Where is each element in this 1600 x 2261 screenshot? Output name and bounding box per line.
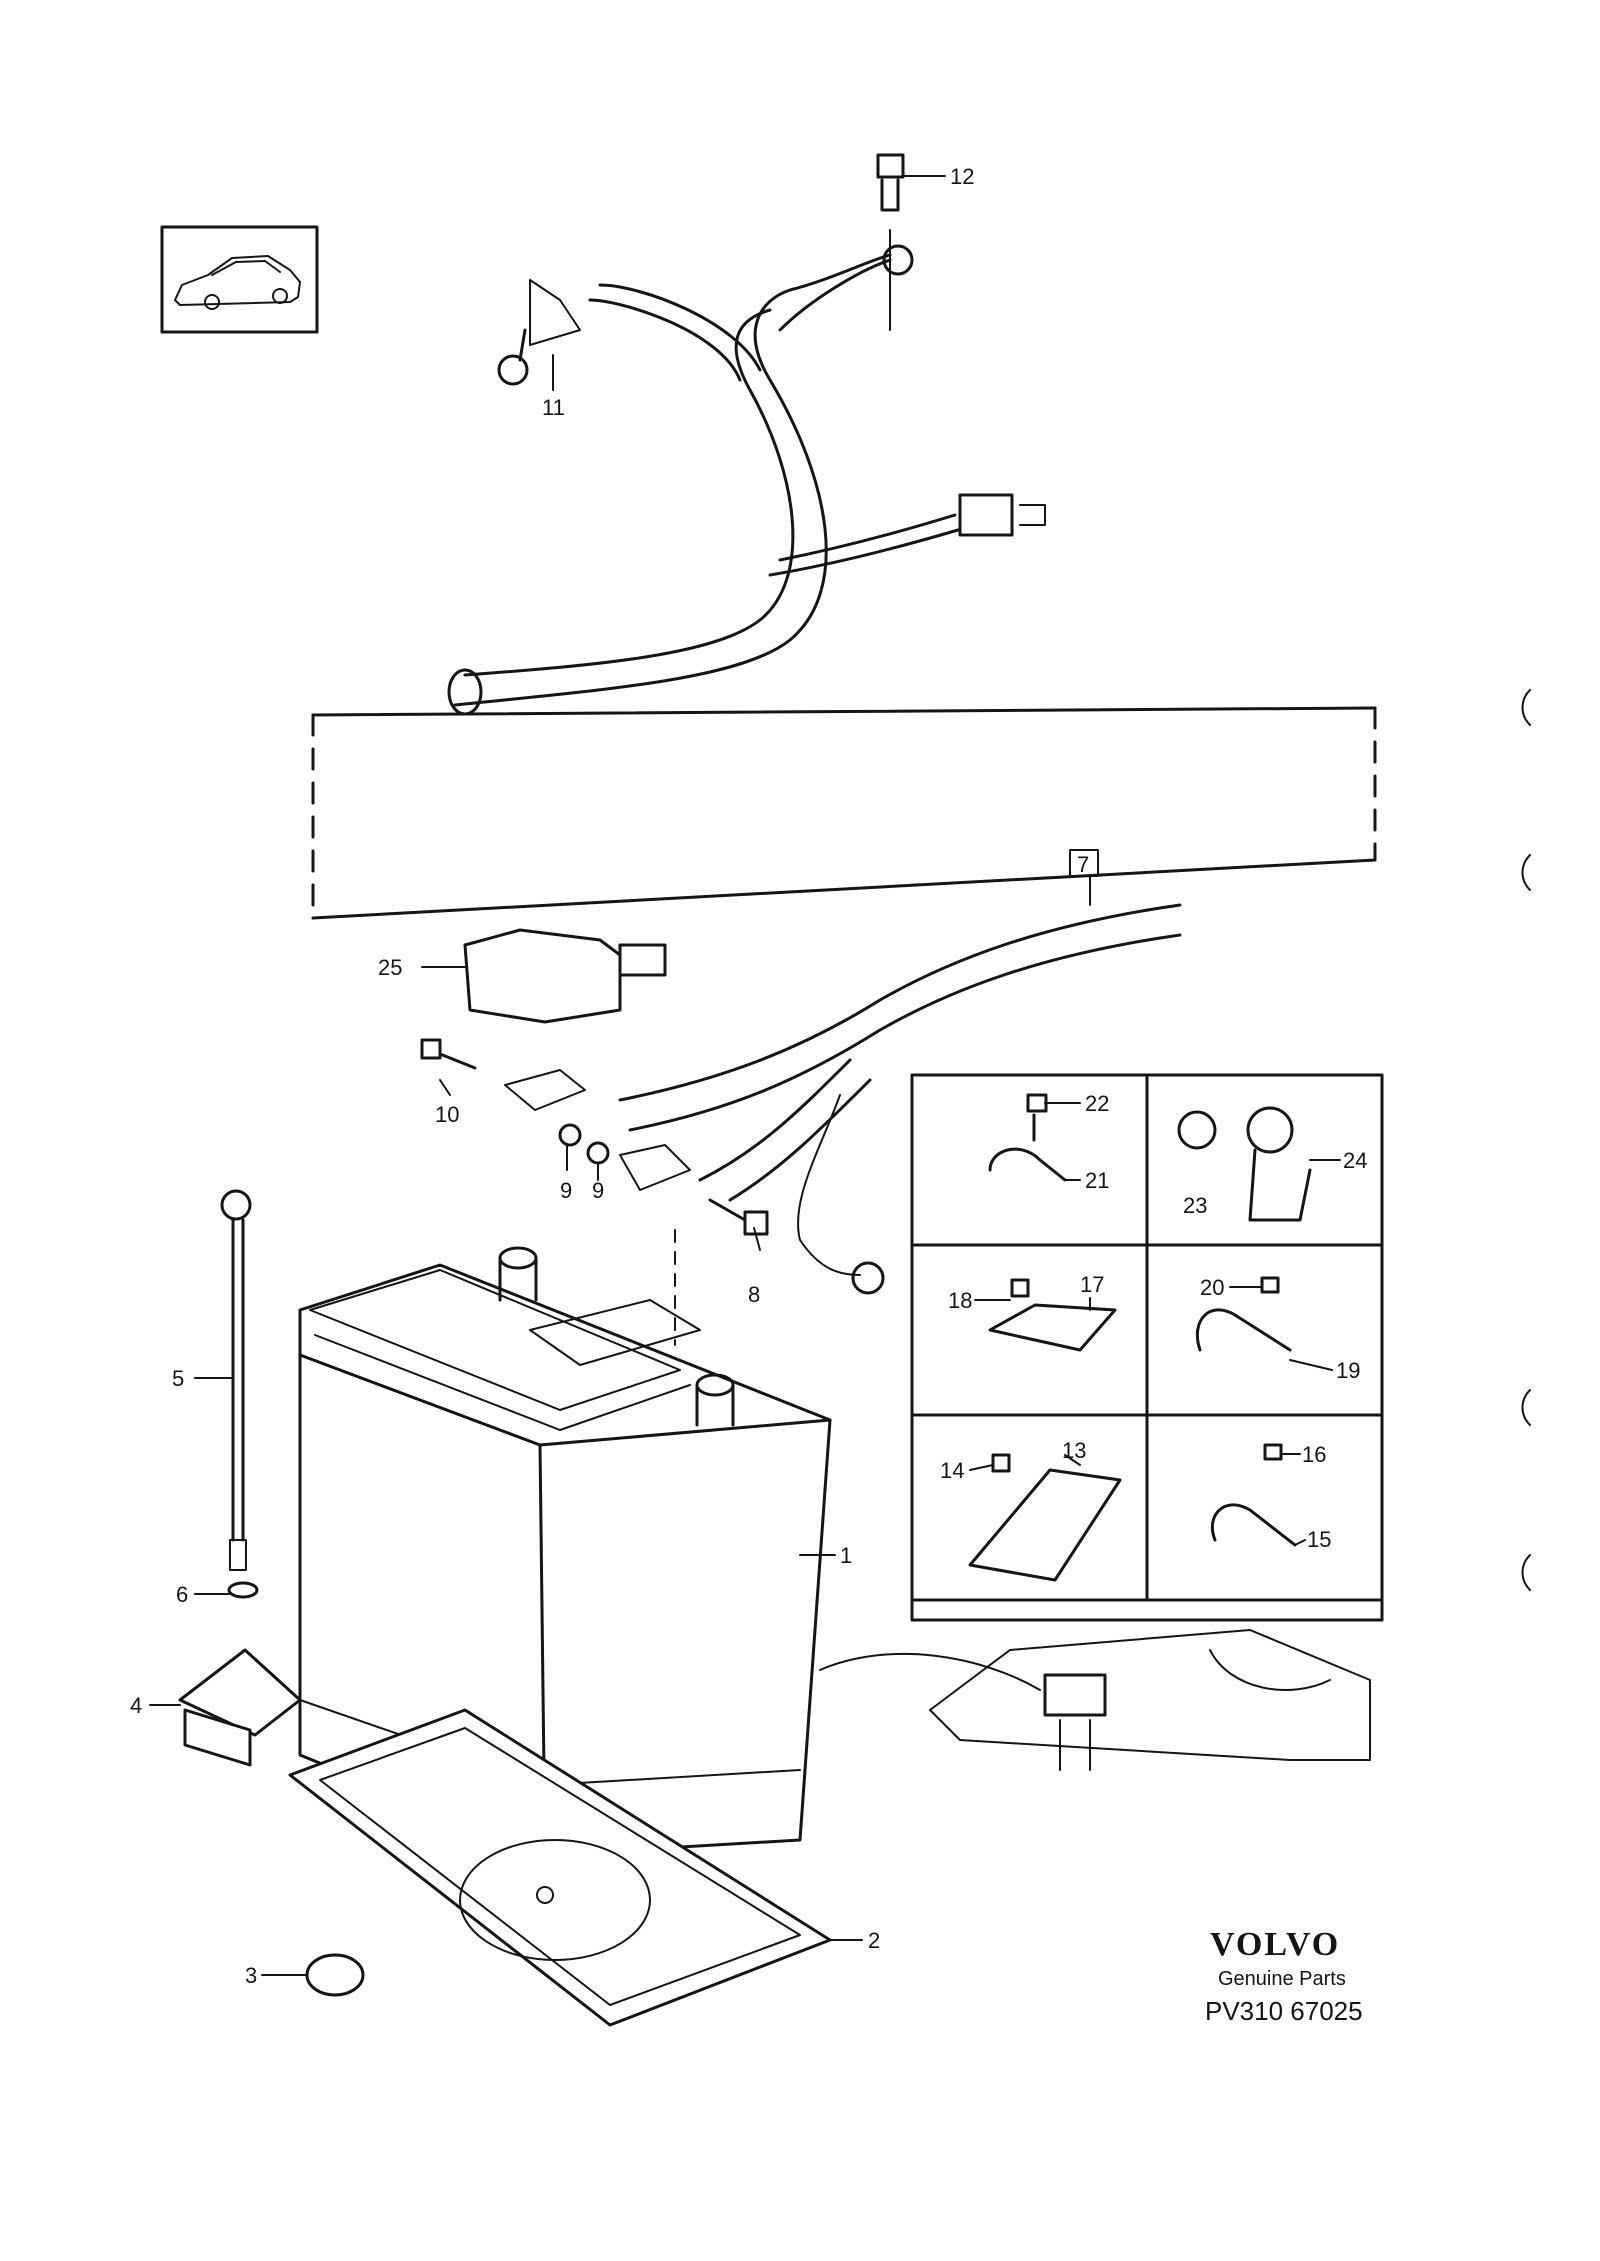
callout-17: 17 [1080,1272,1104,1297]
small-parts [420,1038,769,1236]
bolt-12 [876,153,905,331]
car-thumbnail-icon [160,225,319,334]
callout-6: 6 [176,1582,188,1607]
margin-marks [1521,689,1531,1591]
callout-9b: 9 [592,1178,604,1203]
callout-18: 18 [948,1288,972,1313]
callout-7: 7 [1077,852,1089,877]
terminal-cover-25 [463,928,667,1024]
upper-cable-harness [447,244,1046,716]
battery-tray-2 [288,1708,832,2027]
leader-lines [149,175,1341,1976]
plug-3 [305,1953,365,1997]
callout-15: 15 [1307,1527,1331,1552]
brand-subtitle: Genuine Parts [1218,1968,1346,1990]
callout-1: 1 [840,1543,852,1568]
split-frame [311,706,1377,920]
callout-16: 16 [1302,1442,1326,1467]
callout-12: 12 [950,164,974,189]
callout-22: 22 [1085,1091,1109,1116]
callout-10: 10 [435,1102,459,1127]
callout-19: 19 [1336,1358,1360,1383]
bracket-4 [178,1648,302,1767]
callout-9a: 9 [560,1178,572,1203]
diagram-code: PV310 67025 [1205,1996,1363,2026]
callout-labels: 12 11 7 25 10 9 9 8 5 6 4 1 2 3 22 21 23… [130,164,1367,1988]
callout-25: 25 [378,955,402,980]
callout-8: 8 [748,1282,760,1307]
callout-20: 20 [1200,1275,1224,1300]
brand-logo: VOLVO [1210,1926,1340,1963]
brand-block: VOLVO Genuine Parts PV310 67025 [1205,1926,1363,2026]
detail-grid [819,1073,1384,1771]
callout-2: 2 [868,1928,880,1953]
callout-11: 11 [542,395,565,420]
battery-1 [298,1229,832,1857]
lower-cable-harness [504,903,1182,1295]
callout-4: 4 [130,1693,142,1718]
callout-3: 3 [245,1963,257,1988]
hold-down-rod-5 [220,1189,259,1599]
callout-13: 13 [1062,1438,1086,1463]
callout-23: 23 [1183,1193,1207,1218]
callout-21: 21 [1085,1168,1109,1193]
callout-5: 5 [172,1366,184,1391]
callout-14: 14 [940,1458,964,1483]
callout-24: 24 [1343,1148,1367,1173]
